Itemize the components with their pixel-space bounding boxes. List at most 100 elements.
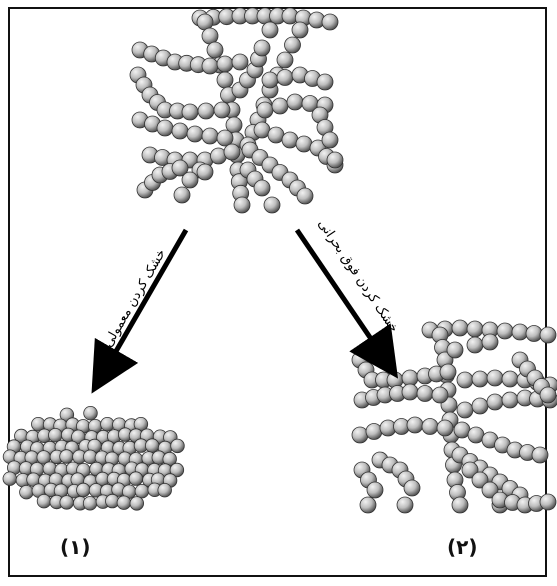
particle	[59, 495, 74, 510]
particle	[263, 196, 281, 214]
particle	[231, 53, 249, 71]
particle	[539, 493, 557, 511]
particle	[456, 371, 474, 389]
particle	[451, 319, 469, 337]
particle	[525, 325, 543, 342]
particle	[267, 126, 285, 144]
arrow-left	[91, 228, 189, 394]
particle	[156, 119, 174, 137]
particle	[181, 171, 199, 189]
particle	[416, 385, 434, 402]
particle	[421, 418, 439, 435]
particle	[286, 93, 304, 111]
particle	[59, 449, 74, 464]
particle	[453, 421, 471, 439]
particle	[446, 341, 464, 359]
particle	[431, 386, 449, 404]
particle	[486, 369, 504, 387]
particle	[201, 57, 219, 75]
particle	[36, 494, 52, 509]
particle	[170, 438, 185, 454]
panel-label-1: (۱)	[60, 535, 91, 559]
particle	[223, 143, 241, 161]
particle	[253, 179, 271, 197]
particle	[467, 426, 485, 444]
particle	[201, 27, 219, 45]
particle	[486, 393, 504, 411]
particle	[281, 131, 299, 149]
particle	[157, 483, 172, 498]
particle	[256, 101, 274, 119]
particle	[261, 21, 279, 39]
particle	[326, 151, 344, 169]
particle	[197, 102, 215, 120]
gel-network-top	[129, 7, 344, 214]
particle	[471, 397, 489, 415]
particle	[501, 391, 519, 409]
particle	[201, 127, 219, 145]
gel-network-aerogel	[351, 319, 557, 514]
particle	[406, 416, 424, 434]
particle	[196, 13, 214, 31]
particle	[539, 386, 557, 404]
particle	[511, 323, 529, 341]
particle	[456, 401, 474, 419]
particle	[284, 36, 301, 54]
particle	[366, 481, 384, 499]
panel-label-2: (۲)	[447, 535, 478, 559]
particle	[481, 481, 499, 499]
particle	[253, 121, 271, 139]
particle	[295, 135, 313, 153]
particle	[531, 446, 549, 464]
particle	[83, 406, 98, 421]
particle	[496, 322, 514, 340]
particle	[116, 495, 132, 510]
particle	[216, 71, 234, 89]
particle	[291, 21, 309, 39]
particle	[19, 485, 34, 500]
particle	[186, 125, 204, 143]
particle	[466, 320, 484, 338]
particle	[181, 103, 199, 121]
arrow-left-label: خشک کردن معمولی	[101, 247, 169, 350]
particle	[359, 496, 377, 514]
particle	[539, 326, 557, 344]
particle	[253, 39, 271, 57]
arrow-right	[294, 228, 399, 379]
particle	[276, 51, 294, 69]
particle	[466, 336, 484, 354]
particle	[471, 471, 489, 489]
particle	[213, 101, 231, 119]
particle	[233, 196, 251, 214]
particle	[481, 333, 499, 351]
particle	[128, 471, 144, 486]
particle	[169, 462, 185, 478]
particle	[351, 426, 369, 444]
particle	[471, 370, 489, 388]
particle	[396, 496, 414, 514]
particle	[82, 496, 98, 511]
particle	[321, 131, 339, 149]
particle	[216, 129, 234, 147]
particle	[271, 97, 289, 115]
particle	[276, 69, 294, 86]
particle	[129, 496, 145, 511]
particle	[436, 419, 454, 437]
particle	[365, 423, 383, 440]
particle	[403, 479, 421, 497]
particle	[206, 41, 224, 59]
particle	[261, 71, 279, 89]
particle	[216, 55, 234, 73]
particle	[296, 187, 314, 205]
particle	[2, 471, 18, 486]
collapsed-particles-xerogel	[2, 406, 185, 511]
particle	[439, 363, 457, 381]
particle	[144, 438, 160, 453]
particle	[171, 159, 189, 177]
particle	[461, 461, 479, 479]
particle	[401, 383, 419, 401]
particle	[501, 370, 519, 388]
particle	[76, 482, 91, 498]
particle	[171, 122, 189, 140]
